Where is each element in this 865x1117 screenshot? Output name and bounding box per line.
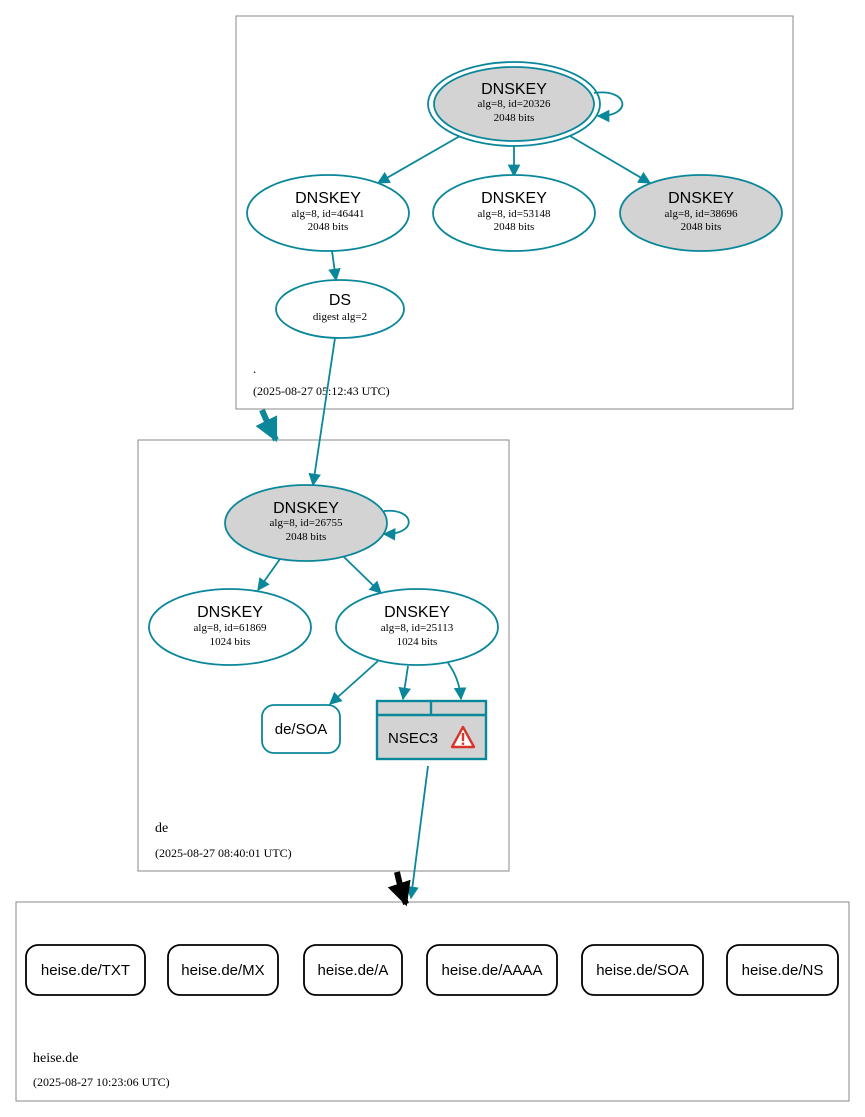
node-root-ds[interactable]: DS digest alg=2	[275, 279, 405, 339]
record-heise-mx[interactable]: heise.de/MX	[167, 944, 279, 996]
record-heise-soa-label: heise.de/SOA	[596, 962, 689, 979]
edges	[257, 91, 652, 900]
node-de-zsk2-type: DNSKEY	[384, 604, 450, 621]
record-heise-a-label: heise.de/A	[318, 962, 389, 979]
node-de-ksk-id: alg=8, id=26755	[270, 517, 343, 529]
zone-de: de (2025-08-27 08:40:01 UTC)	[137, 439, 510, 872]
heise-records: heise.de/TXT heise.de/MX heise.de/A heis…	[25, 944, 839, 996]
zone-root: . (2025-08-27 05:12:43 UTC)	[235, 15, 794, 410]
edge-ds-to-de-ksk	[308, 337, 336, 487]
record-heise-ns-label: heise.de/NS	[742, 962, 824, 979]
zone-heise-timestamp: (2025-08-27 10:23:06 UTC)	[33, 1075, 170, 1089]
node-root-ds-type: DS	[329, 292, 351, 309]
node-de-zsk-61869[interactable]: DNSKEY alg=8, id=61869 1024 bits	[148, 588, 312, 666]
record-heise-ns[interactable]: heise.de/NS	[726, 944, 839, 996]
edge-de-zsk2-to-soa	[329, 660, 379, 705]
record-heise-a[interactable]: heise.de/A	[303, 944, 403, 996]
delegation-root-to-de	[255, 408, 279, 443]
node-root-zsk2-id: alg=8, id=53148	[478, 208, 551, 220]
node-root-ksk2-type: DNSKEY	[668, 190, 734, 207]
node-de-zsk1-bits: 1024 bits	[210, 636, 251, 648]
node-root-ksk-id: alg=8, id=20326	[478, 98, 551, 110]
node-de-ksk-bits: 2048 bits	[286, 531, 327, 543]
node-de-soa-label: de/SOA	[275, 721, 328, 738]
edge-de-ksk-to-zsk1	[257, 558, 281, 592]
node-root-zsk2-bits: 2048 bits	[494, 221, 535, 233]
zone-de-timestamp: (2025-08-27 08:40:01 UTC)	[155, 846, 292, 860]
node-root-ds-digest: digest alg=2	[313, 311, 367, 323]
node-de-zsk1-id: alg=8, id=61869	[194, 622, 267, 634]
node-root-ksk-bits: 2048 bits	[494, 112, 535, 124]
edge-de-zsk2-to-nsec3-b	[447, 662, 467, 701]
node-root-zsk-46441[interactable]: DNSKEY alg=8, id=46441 2048 bits	[246, 174, 410, 252]
node-root-ksk2-id: alg=8, id=38696	[665, 208, 738, 220]
zone-heise: heise.de (2025-08-27 10:23:06 UTC)	[15, 901, 850, 1102]
record-heise-soa[interactable]: heise.de/SOA	[581, 944, 704, 996]
node-root-ksk2-bits: 2048 bits	[681, 221, 722, 233]
zone-root-name: .	[253, 361, 256, 376]
edge-nsec3-to-heise	[406, 765, 429, 900]
node-de-zsk2-id: alg=8, id=25113	[381, 622, 454, 634]
node-nsec3[interactable]: NSEC3	[375, 699, 488, 761]
edge-de-ksk-self	[382, 510, 410, 541]
edge-root-zsk1-to-ds	[328, 250, 341, 282]
node-root-zsk1-bits: 2048 bits	[308, 221, 349, 233]
node-de-ksk-26755[interactable]: DNSKEY alg=8, id=26755 2048 bits	[224, 484, 388, 562]
node-de-soa[interactable]: de/SOA	[261, 704, 341, 754]
edge-de-zsk2-to-nsec3-a	[398, 665, 411, 701]
record-heise-aaaa-label: heise.de/AAAA	[442, 962, 543, 979]
edge-root-ksk-to-zsk1	[376, 135, 461, 184]
node-root-ksk[interactable]: DNSKEY alg=8, id=20326 2048 bits	[427, 61, 601, 147]
record-heise-mx-label: heise.de/MX	[181, 962, 264, 979]
record-heise-aaaa[interactable]: heise.de/AAAA	[426, 944, 558, 996]
edge-root-ksk-self	[593, 91, 624, 123]
record-heise-txt-label: heise.de/TXT	[41, 962, 130, 979]
delegation-de-to-heise	[387, 871, 411, 907]
node-root-zsk1-id: alg=8, id=46441	[292, 208, 365, 220]
edge-de-ksk-to-zsk2	[343, 556, 382, 594]
node-root-zsk-53148[interactable]: DNSKEY alg=8, id=53148 2048 bits	[432, 174, 596, 252]
node-root-ksk-38696[interactable]: DNSKEY alg=8, id=38696 2048 bits	[619, 174, 783, 252]
node-root-zsk2-type: DNSKEY	[481, 190, 547, 207]
record-heise-txt[interactable]: heise.de/TXT	[25, 944, 146, 996]
zone-de-name: de	[155, 821, 168, 836]
node-de-zsk1-type: DNSKEY	[197, 604, 263, 621]
warning-icon	[450, 725, 476, 749]
node-nsec3-label: NSEC3	[388, 730, 438, 747]
node-root-ksk-type: DNSKEY	[481, 81, 547, 98]
zone-heise-name: heise.de	[33, 1051, 78, 1066]
zone-root-timestamp: (2025-08-27 05:12:43 UTC)	[253, 384, 390, 398]
node-de-zsk-25113[interactable]: DNSKEY alg=8, id=25113 1024 bits	[335, 588, 499, 666]
node-de-zsk2-bits: 1024 bits	[397, 636, 438, 648]
node-root-zsk1-type: DNSKEY	[295, 190, 361, 207]
node-de-ksk-type: DNSKEY	[273, 500, 339, 517]
edge-root-ksk-to-ksk2	[569, 135, 652, 184]
